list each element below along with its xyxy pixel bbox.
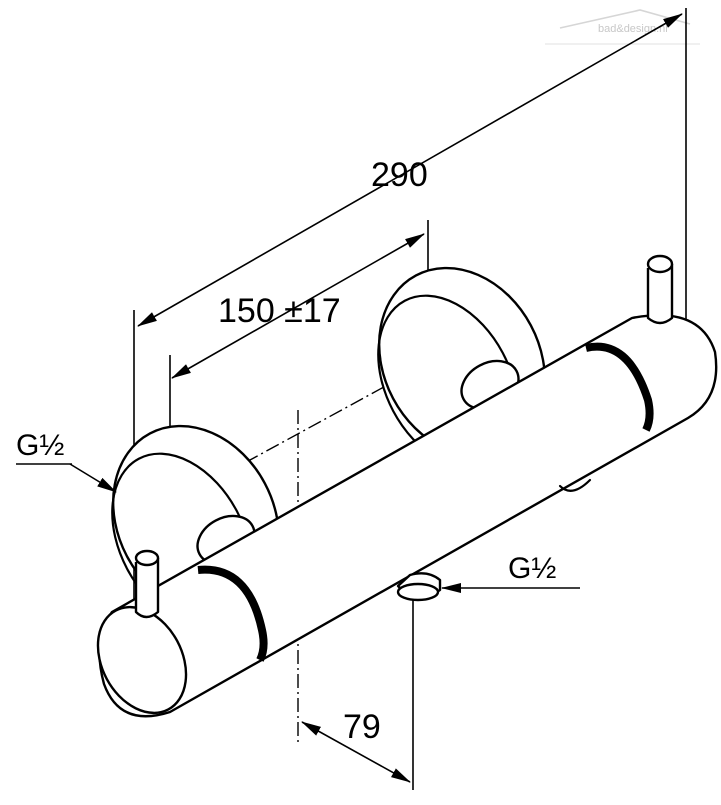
dimension-150: 150 ±17 xyxy=(171,233,425,379)
dimension-79: 79 xyxy=(301,708,411,783)
dimension-79-label: 79 xyxy=(343,708,381,746)
dimension-150-label: 150 ±17 xyxy=(218,292,341,330)
thread-callout-inlet: G½ xyxy=(16,429,117,493)
mixer-body xyxy=(96,314,718,718)
thread-outlet-label: G½ xyxy=(508,552,556,585)
outlet-stub xyxy=(396,572,442,602)
thread-inlet-label: G½ xyxy=(16,429,64,462)
watermark: bad&design.nl xyxy=(545,9,700,45)
body-end-cap xyxy=(96,605,188,715)
thread-callout-outlet: G½ xyxy=(441,552,580,593)
dimension-290-label: 290 xyxy=(371,156,428,194)
pin-right xyxy=(646,254,674,325)
pin-left xyxy=(134,549,160,619)
